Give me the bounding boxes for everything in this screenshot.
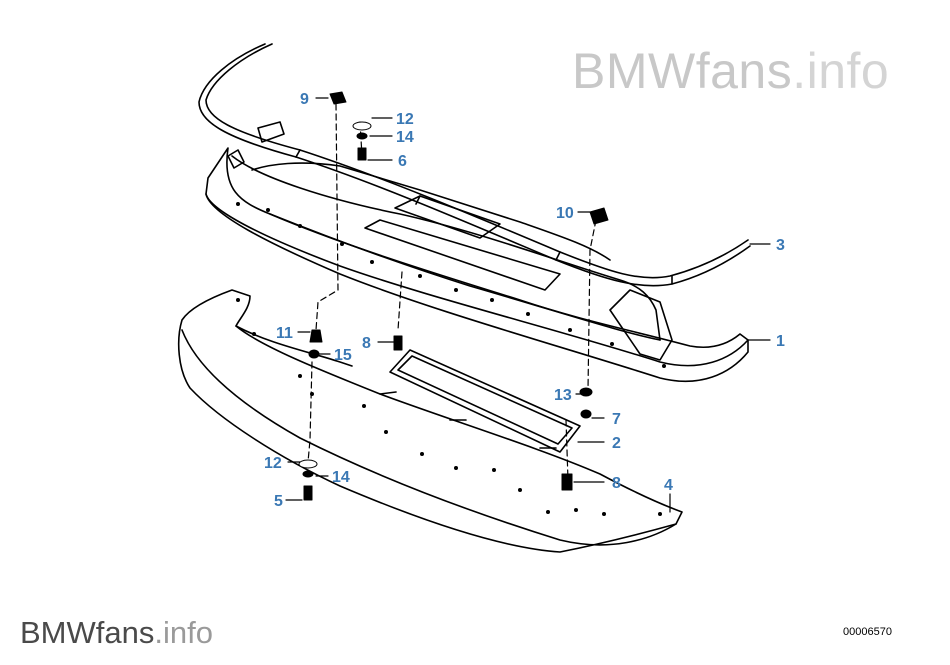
callout-15: 15 xyxy=(334,347,352,364)
callout-10: 10 xyxy=(556,205,574,222)
watermark-top: BMWfans.info xyxy=(572,42,889,100)
diagram-id: 00006570 xyxy=(843,626,892,638)
callout-2: 2 xyxy=(612,435,621,452)
callout-7: 7 xyxy=(612,411,621,428)
callout-12: 12 xyxy=(396,111,414,128)
callout-14-lower: 14 xyxy=(332,469,350,486)
callout-5: 5 xyxy=(274,493,283,510)
callout-6: 6 xyxy=(398,153,407,170)
callout-11: 11 xyxy=(276,325,293,342)
watermark-bottom-suffix: .info xyxy=(154,615,213,650)
callout-3: 3 xyxy=(776,237,785,254)
callout-14: 14 xyxy=(396,129,414,146)
watermark-top-brand: BMWfans xyxy=(572,43,793,99)
callout-13: 13 xyxy=(554,387,572,404)
callout-9: 9 xyxy=(300,91,309,108)
callout-8-lower: 8 xyxy=(612,475,621,492)
plate-part-2 xyxy=(389,349,581,453)
front-spoiler-part-1 xyxy=(205,121,749,382)
rubber-strip-part-3 xyxy=(198,43,751,287)
watermark-bottom: BMWfans.info xyxy=(20,615,213,651)
callout-8: 8 xyxy=(362,335,371,352)
callout-12-lower: 12 xyxy=(264,455,282,472)
lower-lip-part-4 xyxy=(177,289,683,553)
watermark-bottom-brand: BMWfans xyxy=(20,615,155,650)
watermark-top-suffix: .info xyxy=(792,43,890,99)
callout-4: 4 xyxy=(664,477,673,494)
callout-1: 1 xyxy=(776,333,785,350)
